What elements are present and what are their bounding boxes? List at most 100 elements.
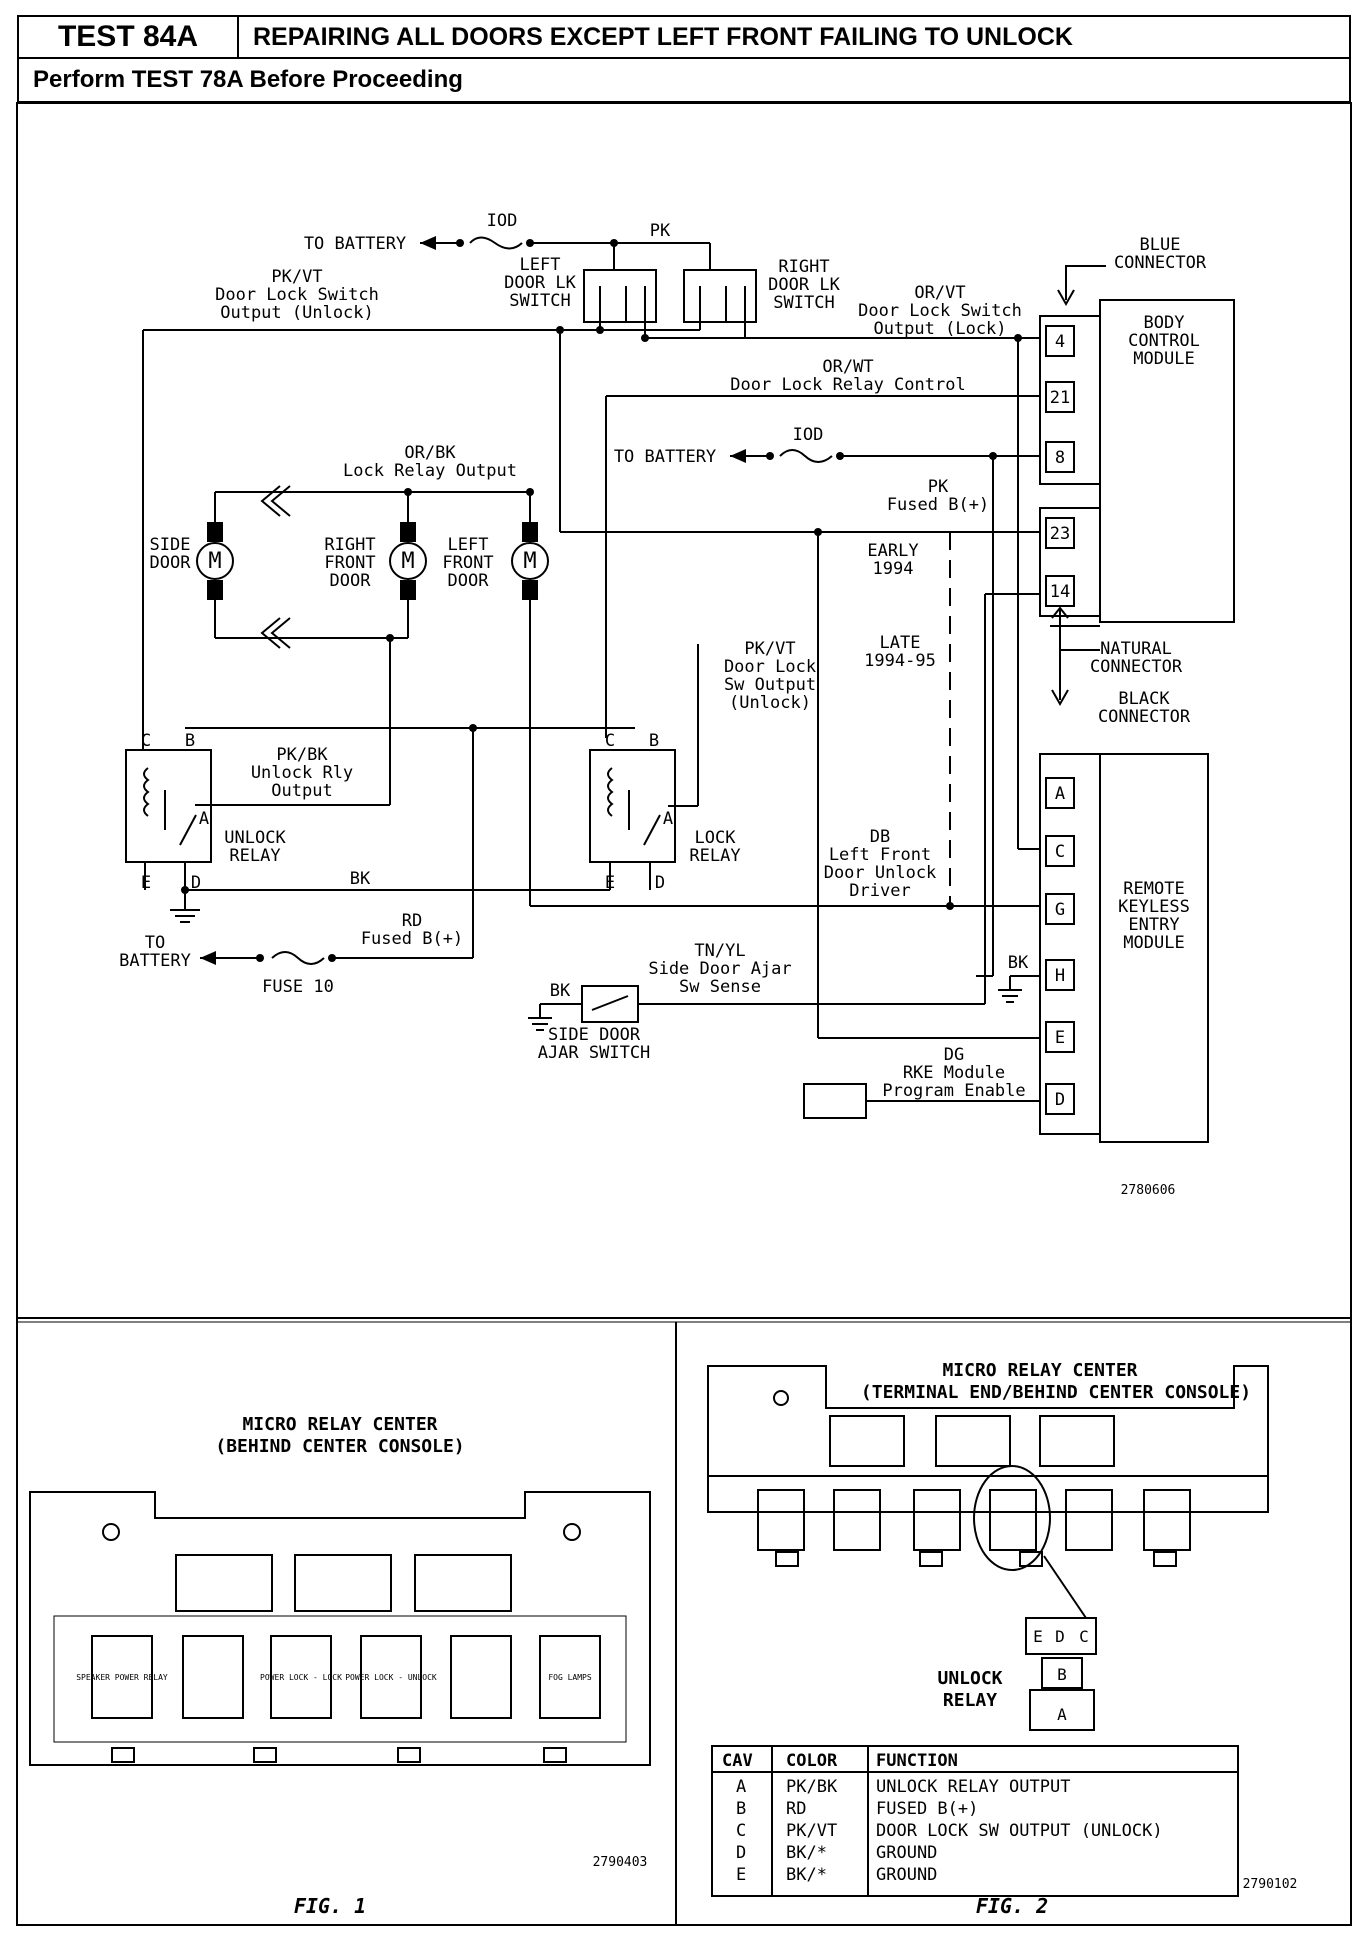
svg-text:TO BATTERY: TO BATTERY: [614, 447, 716, 467]
table-cell: FUSED B(+): [876, 1799, 978, 1819]
svg-text:A: A: [663, 809, 673, 829]
svg-text:RELAY: RELAY: [689, 846, 740, 866]
svg-text:Unlock Rly: Unlock Rly: [251, 763, 353, 783]
svg-text:C: C: [1055, 842, 1065, 862]
svg-text:4: 4: [1055, 332, 1065, 352]
diagram-frame: [16, 102, 1352, 1926]
svg-text:OR/VT: OR/VT: [914, 283, 965, 303]
svg-text:E: E: [141, 873, 151, 893]
side-door-motor: [196, 542, 234, 580]
cavity-table: [711, 1745, 1239, 1897]
svg-text:REMOTE: REMOTE: [1123, 879, 1184, 899]
svg-text:SWITCH: SWITCH: [773, 293, 834, 313]
svg-text:LEFT: LEFT: [520, 255, 561, 275]
svg-text:Fused B(+): Fused B(+): [887, 495, 989, 515]
svg-text:UNLOCK: UNLOCK: [224, 828, 286, 848]
svg-text:Side Door Ajar: Side Door Ajar: [648, 959, 791, 979]
svg-text:PK/BK: PK/BK: [276, 745, 328, 765]
svg-text:E: E: [1033, 1627, 1043, 1646]
svg-text:FIG. 1: FIG. 1: [294, 1894, 366, 1918]
svg-text:BATTERY: BATTERY: [119, 951, 191, 971]
test-id: TEST 84A: [17, 15, 237, 59]
to-battery-label: TO BATTERY: [304, 234, 406, 254]
svg-text:RKE Module: RKE Module: [903, 1063, 1005, 1083]
svg-text:AJAR SWITCH: AJAR SWITCH: [538, 1043, 651, 1063]
table-cell: RD: [786, 1799, 806, 1819]
table-cell: DOOR LOCK SW OUTPUT (UNLOCK): [876, 1821, 1163, 1841]
svg-text:D: D: [1055, 1627, 1065, 1646]
svg-text:23: 23: [1050, 524, 1070, 544]
svg-text:BLACK: BLACK: [1118, 689, 1170, 709]
table-cell: PK/BK: [786, 1777, 838, 1797]
svg-text:MODULE: MODULE: [1133, 349, 1194, 369]
svg-text:B: B: [1057, 1665, 1067, 1684]
svg-text:ENTRY: ENTRY: [1128, 915, 1179, 935]
svg-text:RD: RD: [402, 911, 422, 931]
svg-text:BK: BK: [1008, 953, 1029, 973]
svg-text:C: C: [605, 731, 615, 751]
svg-text:2790403: 2790403: [593, 1855, 648, 1870]
fig1: MICRO RELAY CENTER (BEHIND CENTER CONSOL…: [29, 1414, 651, 1918]
svg-text:M: M: [208, 549, 221, 574]
svg-text:OR/BK: OR/BK: [404, 443, 456, 463]
svg-text:SIDE: SIDE: [150, 535, 191, 555]
wires: [142, 236, 1106, 1119]
svg-text:Program Enable: Program Enable: [882, 1081, 1025, 1101]
svg-text:TN/YL: TN/YL: [694, 941, 745, 961]
unlock-relay: [125, 749, 212, 863]
svg-text:RELAY: RELAY: [943, 1690, 997, 1711]
svg-text:D: D: [655, 873, 665, 893]
svg-text:POWER LOCK - LOCK: POWER LOCK - LOCK: [260, 1673, 342, 1682]
svg-text:Output: Output: [271, 781, 332, 801]
table-cell: A: [736, 1777, 746, 1797]
lock-relay: [589, 749, 676, 863]
svg-text:FRONT: FRONT: [324, 553, 375, 573]
svg-text:2780606: 2780606: [1121, 1183, 1176, 1198]
svg-text:Door Lock: Door Lock: [724, 657, 816, 677]
svg-text:A: A: [1057, 1705, 1067, 1724]
svg-text:BLUE: BLUE: [1140, 235, 1181, 255]
svg-text:BODY: BODY: [1144, 313, 1185, 333]
svg-text:DB: DB: [870, 827, 890, 847]
schematic-labels: IOD TO BATTERY PK LEFT DOOR LK SWITCH RI…: [119, 211, 1207, 1198]
page-title: REPAIRING ALL DOORS EXCEPT LEFT FRONT FA…: [237, 15, 1351, 59]
svg-text:D: D: [191, 873, 201, 893]
remote-keyless-entry-module: [1099, 753, 1209, 1143]
svg-text:B: B: [649, 731, 659, 751]
svg-text:DOOR: DOOR: [448, 571, 490, 591]
svg-text:PK/VT: PK/VT: [744, 639, 795, 659]
svg-text:Driver: Driver: [849, 881, 910, 901]
svg-text:BK: BK: [550, 981, 571, 1001]
svg-text:DOOR: DOOR: [330, 571, 372, 591]
svg-text:LATE: LATE: [880, 633, 921, 653]
svg-text:Door Unlock: Door Unlock: [824, 863, 937, 883]
svg-text:Output (Unlock): Output (Unlock): [220, 303, 374, 323]
svg-text:Left Front: Left Front: [829, 845, 931, 865]
svg-text:A: A: [199, 809, 209, 829]
svg-text:MODULE: MODULE: [1123, 933, 1184, 953]
svg-text:Output (Lock): Output (Lock): [873, 319, 1006, 339]
svg-text:E: E: [1055, 1028, 1065, 1048]
table-cell: GROUND: [876, 1843, 937, 1863]
svg-text:DOOR LK: DOOR LK: [504, 273, 576, 293]
left-front-motor: [511, 542, 549, 580]
svg-text:Door Lock Switch: Door Lock Switch: [215, 285, 379, 305]
body-control-module: [1099, 299, 1235, 623]
svg-text:CONNECTOR: CONNECTOR: [1114, 253, 1207, 273]
svg-text:FIG. 2: FIG. 2: [976, 1894, 1048, 1918]
table-header: CAV: [722, 1751, 753, 1771]
svg-text:(BEHIND CENTER CONSOLE): (BEHIND CENTER CONSOLE): [215, 1436, 464, 1457]
svg-text:Sw Output: Sw Output: [724, 675, 816, 695]
table-cell: GROUND: [876, 1865, 937, 1885]
svg-text:CONNECTOR: CONNECTOR: [1098, 707, 1191, 727]
svg-text:C: C: [1079, 1627, 1089, 1646]
right-front-motor: [389, 542, 427, 580]
svg-text:B: B: [185, 731, 195, 751]
junction-dots: [181, 239, 1022, 962]
svg-text:CONTROL: CONTROL: [1128, 331, 1200, 351]
svg-text:M: M: [523, 549, 536, 574]
svg-text:TO: TO: [145, 933, 165, 953]
table-cell: D: [736, 1843, 746, 1863]
svg-text:8: 8: [1055, 448, 1065, 468]
